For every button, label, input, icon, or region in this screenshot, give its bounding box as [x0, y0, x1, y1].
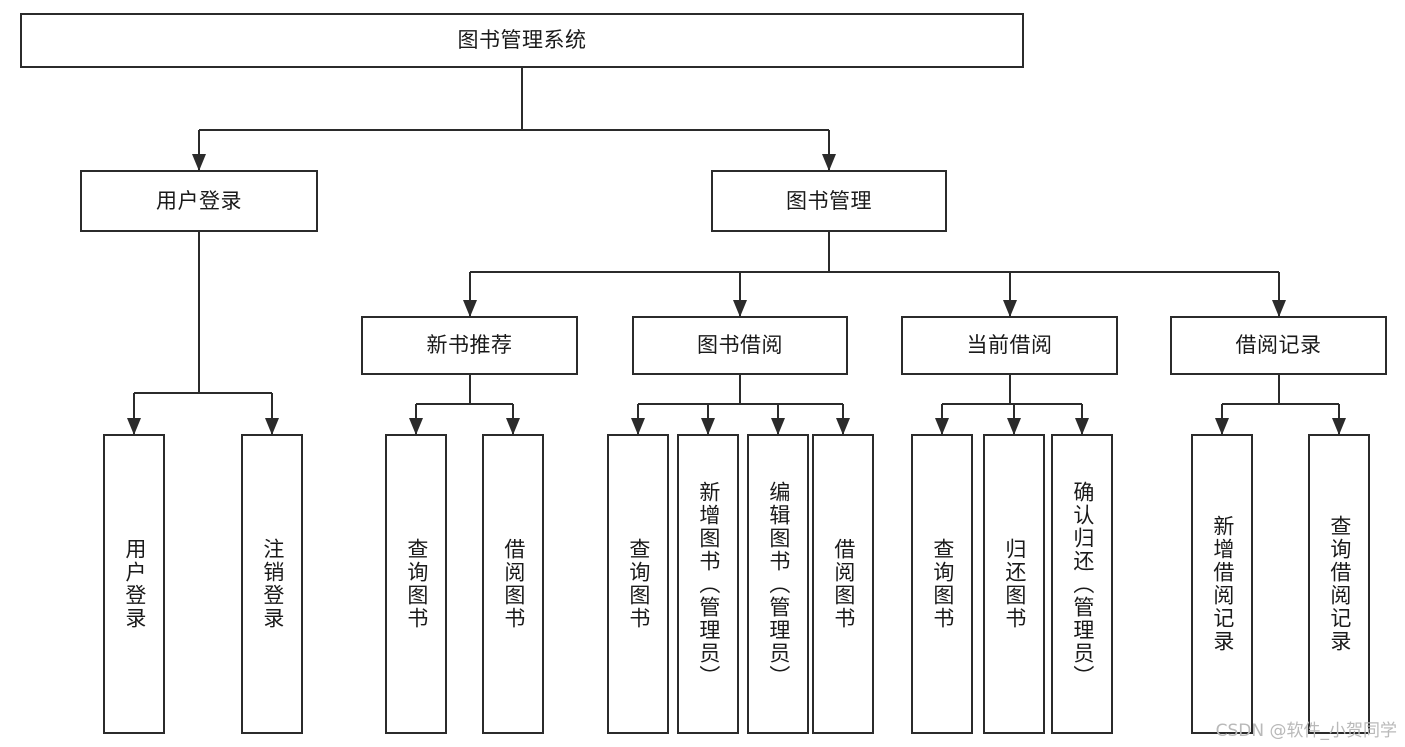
- node-label: 确认归还（管理员）: [1070, 480, 1095, 688]
- arrowhead-l_queryrec: [1332, 418, 1346, 435]
- node-label: 新增图书（管理员）: [696, 480, 721, 688]
- node-l_editbook[interactable]: 编辑图书（管理员）: [747, 434, 809, 734]
- arrowhead-current: [1003, 300, 1017, 317]
- arrowhead-l_editbook: [771, 418, 785, 435]
- node-l_return[interactable]: 归还图书: [983, 434, 1045, 734]
- arrowhead-records: [1272, 300, 1286, 317]
- arrowhead-l_userlogin: [127, 418, 141, 435]
- node-root[interactable]: 图书管理系统: [20, 13, 1024, 68]
- arrowhead-l_query3: [935, 418, 949, 435]
- node-label: 查询借阅记录: [1327, 515, 1352, 653]
- watermark-label: CSDN @软件_小贺同学: [1215, 721, 1397, 741]
- node-label: 用户登录: [122, 538, 147, 630]
- node-label: 归还图书: [1002, 538, 1027, 630]
- arrowhead-l_confirm: [1075, 418, 1089, 435]
- node-label: 注销登录: [260, 538, 285, 630]
- node-label: 用户登录: [156, 188, 242, 213]
- node-label: 查询图书: [930, 538, 955, 630]
- arrowhead-l_logout: [265, 418, 279, 435]
- node-l_query2[interactable]: 查询图书: [607, 434, 669, 734]
- node-l_logout[interactable]: 注销登录: [241, 434, 303, 734]
- arrowhead-l_addbook: [701, 418, 715, 435]
- node-l_addbook[interactable]: 新增图书（管理员）: [677, 434, 739, 734]
- node-login[interactable]: 用户登录: [80, 170, 318, 232]
- node-label: 查询图书: [404, 538, 429, 630]
- node-label: 新书推荐: [426, 333, 513, 358]
- node-label: 借阅图书: [831, 538, 856, 630]
- node-l_query1[interactable]: 查询图书: [385, 434, 447, 734]
- arrowhead-l_return: [1007, 418, 1021, 435]
- node-label: 新增借阅记录: [1210, 515, 1235, 653]
- node-bookmgmt[interactable]: 图书管理: [711, 170, 947, 232]
- node-l_borrow2[interactable]: 借阅图书: [812, 434, 874, 734]
- arrowhead-login: [192, 154, 206, 171]
- node-l_queryrec[interactable]: 查询借阅记录: [1308, 434, 1370, 734]
- node-label: 当前借阅: [966, 333, 1053, 358]
- node-label: 借阅图书: [501, 538, 526, 630]
- arrowhead-l_addrec: [1215, 418, 1229, 435]
- arrowhead-l_borrow2: [836, 418, 850, 435]
- arrowhead-l_query2: [631, 418, 645, 435]
- node-label: 图书借阅: [697, 333, 783, 358]
- arrowhead-borrow: [733, 300, 747, 317]
- node-l_borrow1[interactable]: 借阅图书: [482, 434, 544, 734]
- node-l_query3[interactable]: 查询图书: [911, 434, 973, 734]
- arrowhead-bookmgmt: [822, 154, 836, 171]
- node-label: 编辑图书（管理员）: [766, 480, 791, 688]
- node-label: 图书管理: [786, 188, 872, 213]
- node-l_userlogin[interactable]: 用户登录: [103, 434, 165, 734]
- node-current[interactable]: 当前借阅: [901, 316, 1118, 375]
- node-l_addrec[interactable]: 新增借阅记录: [1191, 434, 1253, 734]
- node-newbook[interactable]: 新书推荐: [361, 316, 578, 375]
- node-label: 图书管理系统: [457, 28, 587, 53]
- node-label: 查询图书: [626, 538, 651, 630]
- arrowhead-l_query1: [409, 418, 423, 435]
- node-l_confirm[interactable]: 确认归还（管理员）: [1051, 434, 1113, 734]
- node-records[interactable]: 借阅记录: [1170, 316, 1387, 375]
- node-borrow[interactable]: 图书借阅: [632, 316, 848, 375]
- node-label: 借阅记录: [1235, 333, 1322, 358]
- arrowhead-newbook: [463, 300, 477, 317]
- arrowhead-l_borrow1: [506, 418, 520, 435]
